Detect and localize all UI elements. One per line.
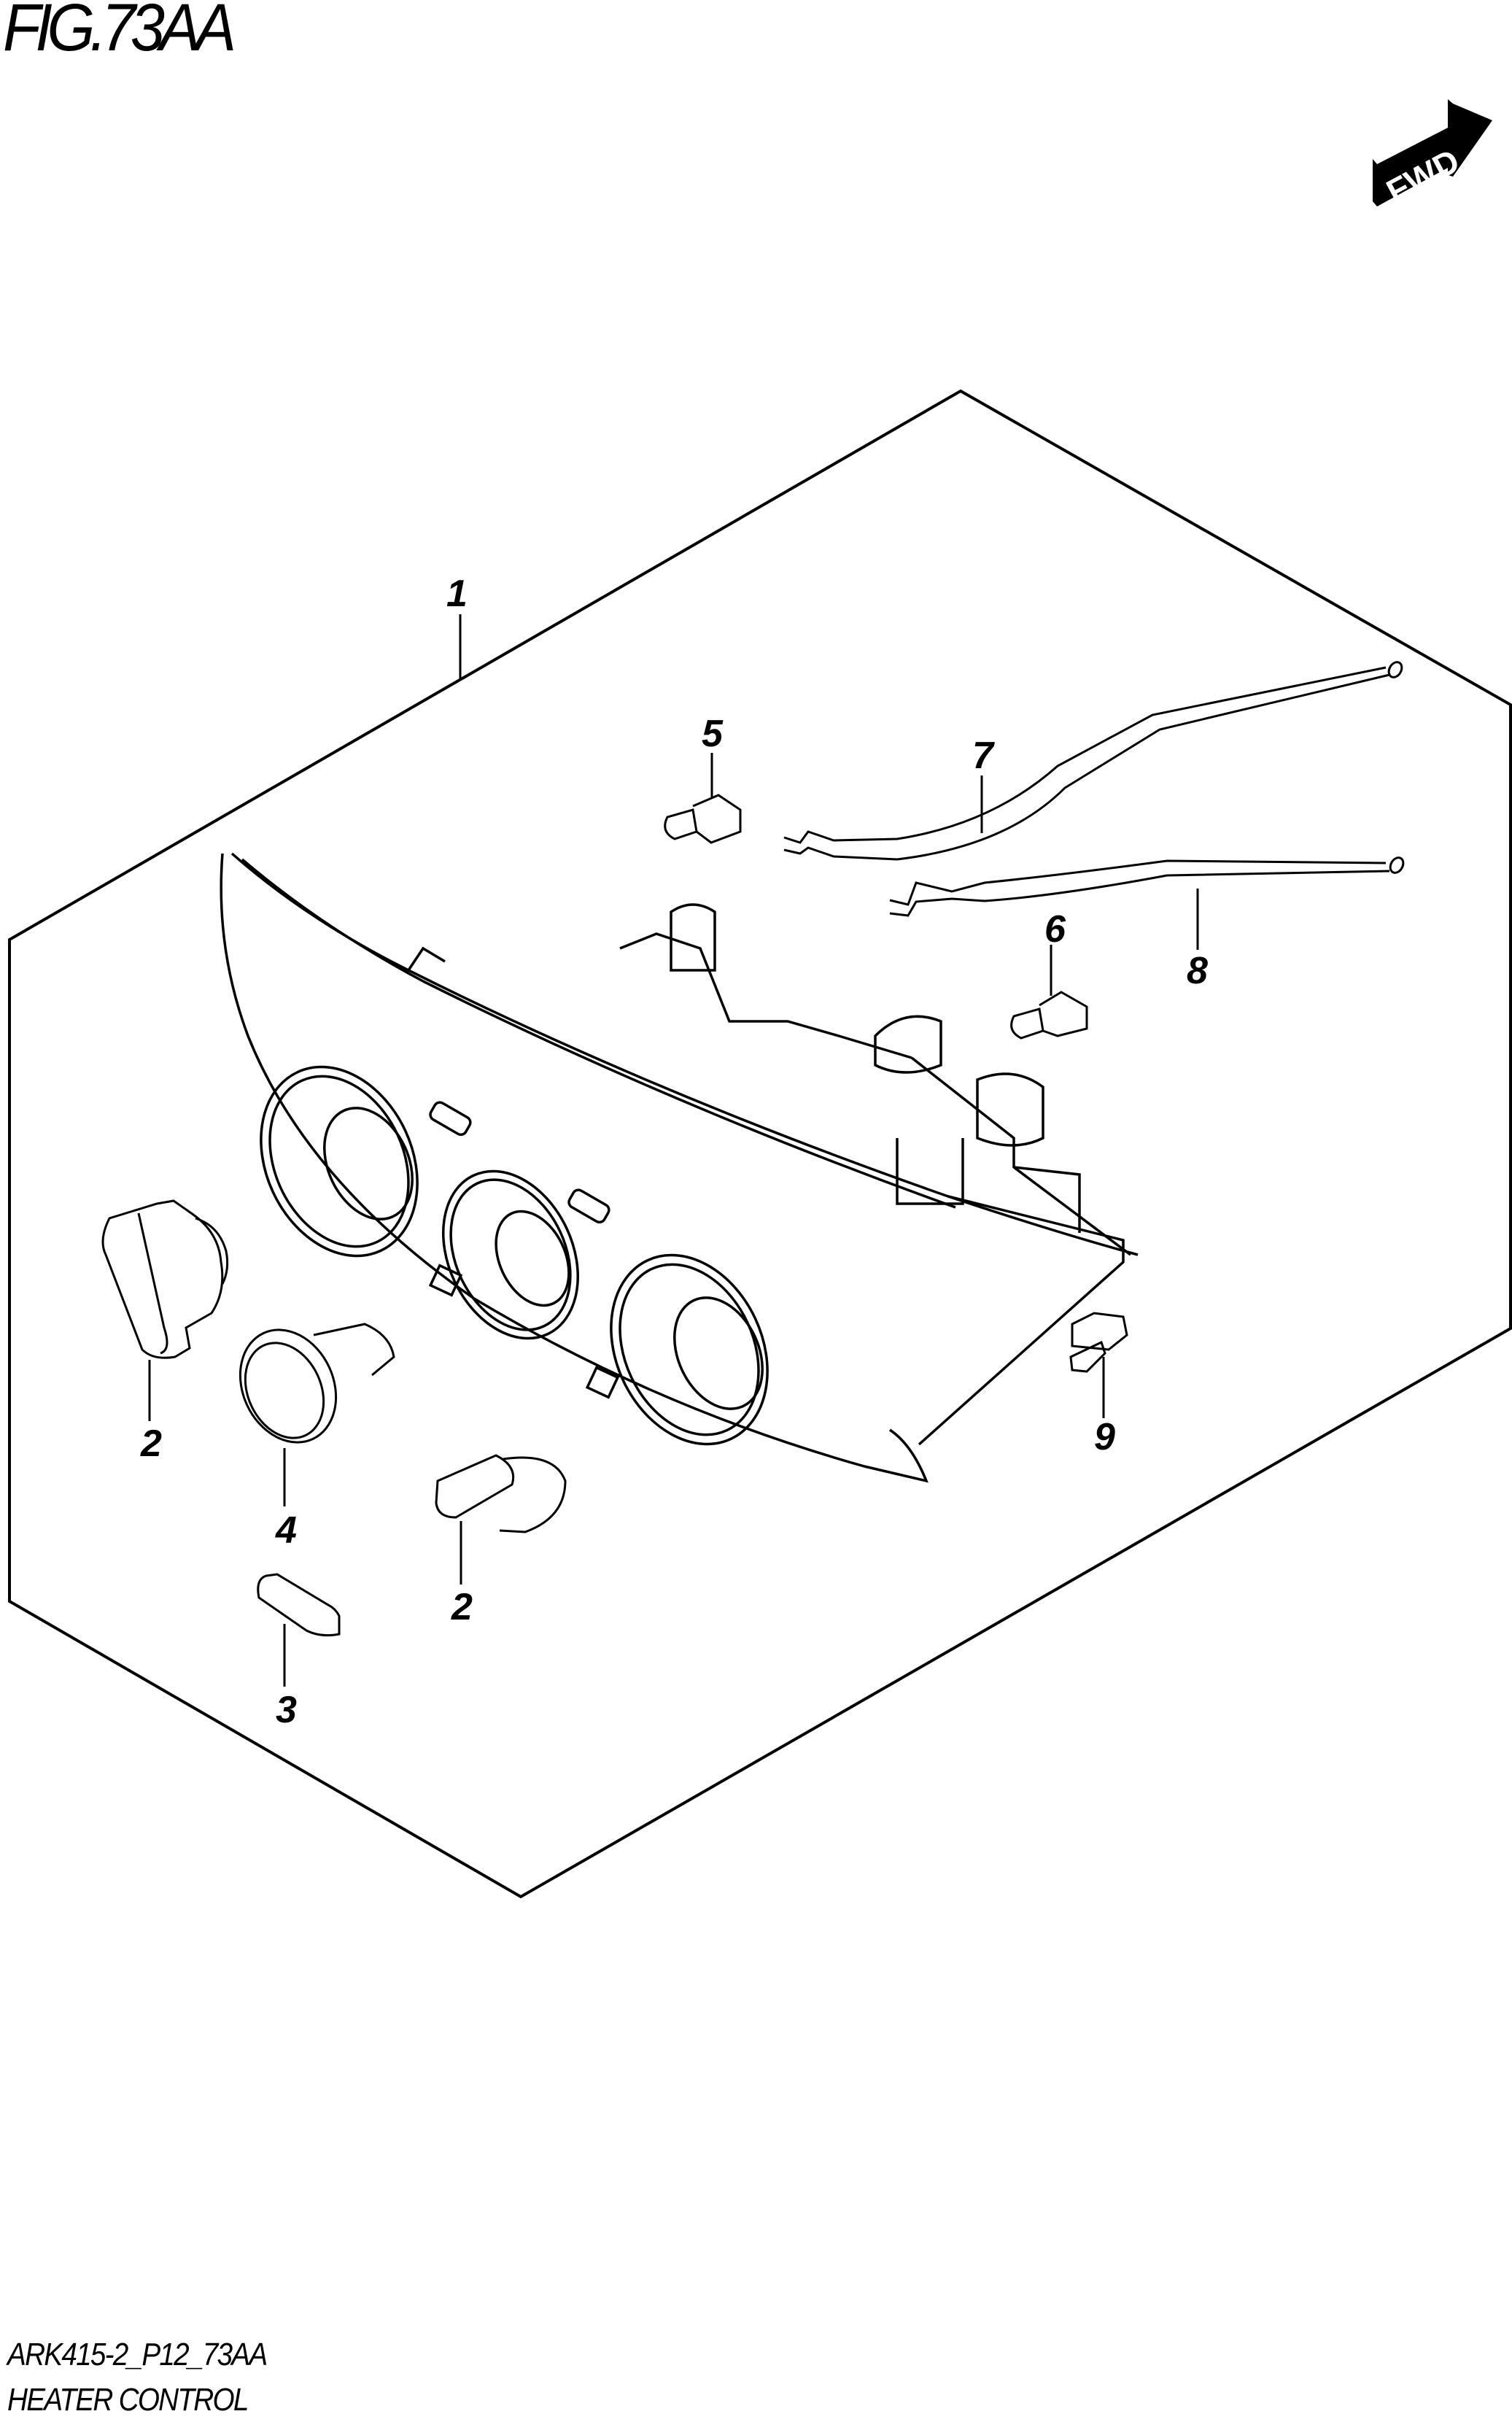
callout-6: 6 — [1044, 908, 1066, 951]
callout-7: 7 — [972, 735, 993, 777]
control-cable-lower — [889, 856, 1405, 917]
drawing-code: ARK415-2_P12_73AA — [7, 2337, 268, 2372]
callout-1: 1 — [446, 573, 468, 615]
callout-8: 8 — [1187, 950, 1208, 992]
figure-title: FIG.73AA — [3, 0, 236, 65]
callout-5: 5 — [702, 713, 723, 755]
knob-lower-center — [435, 1454, 567, 1533]
callout-3: 3 — [276, 1689, 297, 1731]
knob-round — [239, 1323, 395, 1444]
clip — [1069, 1312, 1128, 1373]
button-cap — [257, 1573, 341, 1637]
control-cable-upper — [783, 661, 1403, 861]
leader-lines — [148, 614, 1199, 1687]
callout-4: 4 — [276, 1509, 297, 1552]
forward-arrow-icon: FWD — [1373, 99, 1492, 211]
figure-name: HEATER CONTROL — [7, 2382, 249, 2418]
callout-2-lower: 2 — [451, 1586, 473, 1628]
callout-9: 9 — [1094, 1416, 1115, 1458]
knob-upper-left — [101, 1199, 229, 1359]
heater-control-panel — [220, 852, 1139, 1483]
bulb-upper — [664, 794, 742, 844]
bulb-lower — [1010, 991, 1088, 1040]
assembly-outline-box — [8, 389, 1512, 1899]
callout-2-upper: 2 — [141, 1423, 162, 1465]
